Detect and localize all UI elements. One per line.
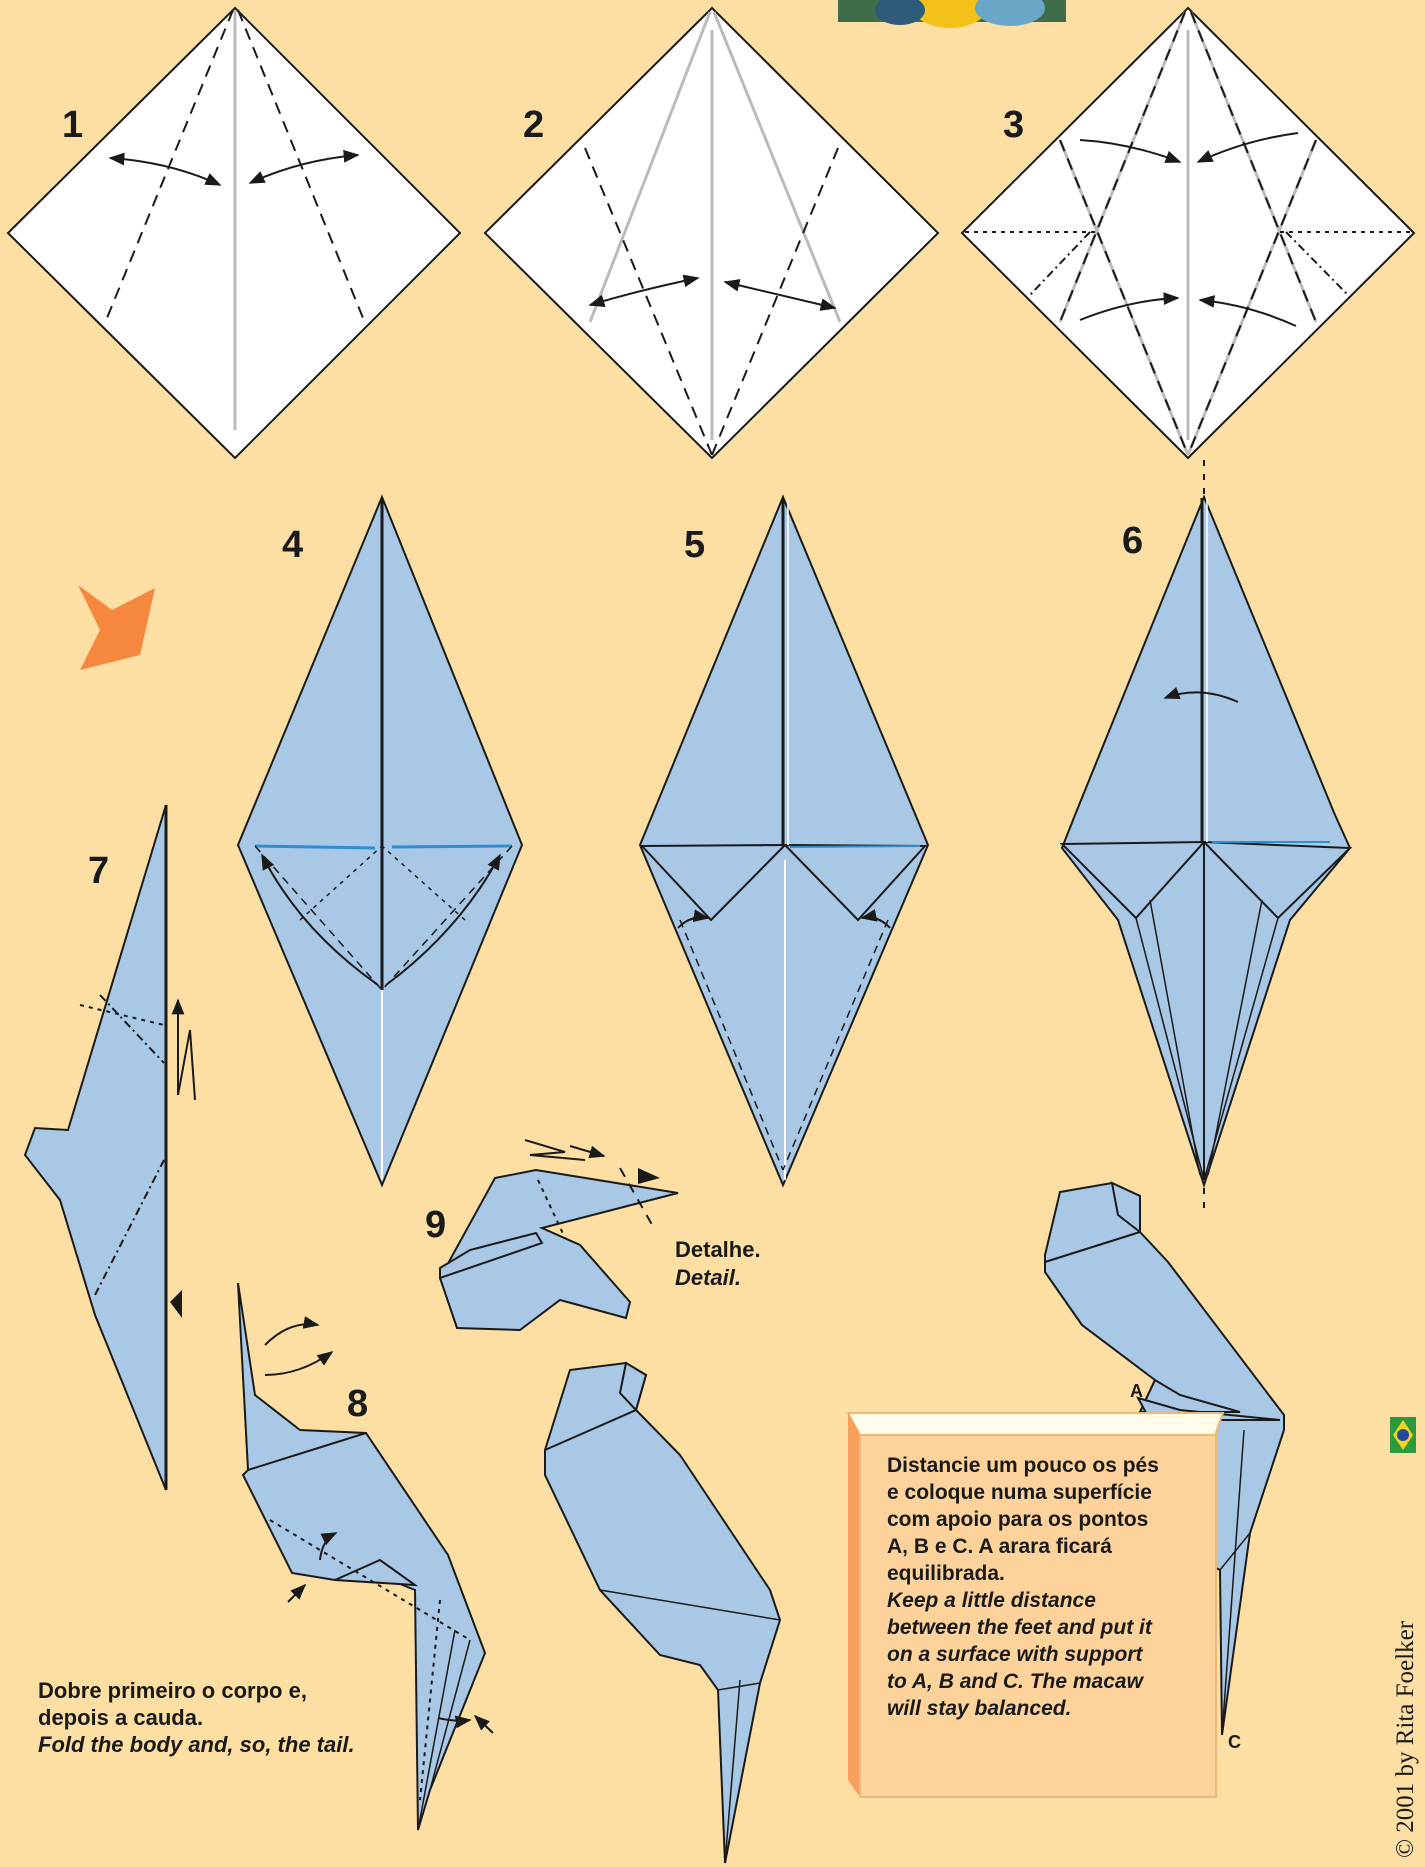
step-number-3: 3 [1003,104,1024,146]
info-text-pt-4: A, B e C. A arara ficará [887,1535,1112,1558]
step-5-diagram [640,497,928,1185]
step-number-4: 4 [282,524,303,566]
info-text-pt-2: e coloque numa superfície [887,1481,1152,1504]
orange-arrow-icon [78,585,155,670]
info-text-pt-3: com apoio para os pontos [887,1508,1148,1531]
info-text-en-4: to A, B and C. The macaw [887,1670,1145,1693]
fold-caption-line-2: depois a cauda. [38,1705,203,1730]
macaw-photo-thumbnail [838,0,1066,28]
step-6-diagram [1062,497,1350,1185]
step-4-diagram [238,497,522,1185]
step-9-detail-diagram [440,1140,678,1330]
support-point-c: C [1228,1732,1241,1752]
brazil-flag-icon [1390,1417,1416,1453]
fold-caption-line-3: Fold the body and, so, the tail. [38,1732,355,1757]
step-number-1: 1 [62,104,83,146]
step-3-diagram [962,8,1414,458]
step-number-8: 8 [347,1383,368,1425]
fold-caption-line-1: Dobre primeiro o corpo e, [38,1678,307,1703]
info-text-pt-5: equilibrada. [887,1562,1005,1585]
step-7-diagram [25,805,195,1490]
step-number-2: 2 [523,104,544,146]
step-1-diagram [8,8,460,458]
detail-label-en: Detail. [675,1265,741,1290]
finished-macaw-side [545,1363,780,1863]
info-box: Distancie um pouco os pés e coloque numa… [848,1413,1223,1797]
support-point-a: A [1130,1381,1143,1401]
info-text-en-2: between the feet and put it [887,1616,1153,1639]
copyright-text: © 2001 by Rita Foelker [1392,1620,1419,1858]
step-number-7: 7 [88,850,109,892]
step-number-9: 9 [425,1204,446,1246]
info-text-en-3: on a surface with support [887,1643,1144,1666]
step-number-6: 6 [1122,520,1143,562]
detail-label-pt: Detalhe. [675,1237,761,1262]
step-number-5: 5 [684,524,705,566]
info-text-en-5: will stay balanced. [887,1697,1071,1720]
info-text-pt-1: Distancie um pouco os pés [887,1454,1159,1477]
step-2-diagram [485,8,938,458]
info-text-en-1: Keep a little distance [887,1589,1096,1612]
